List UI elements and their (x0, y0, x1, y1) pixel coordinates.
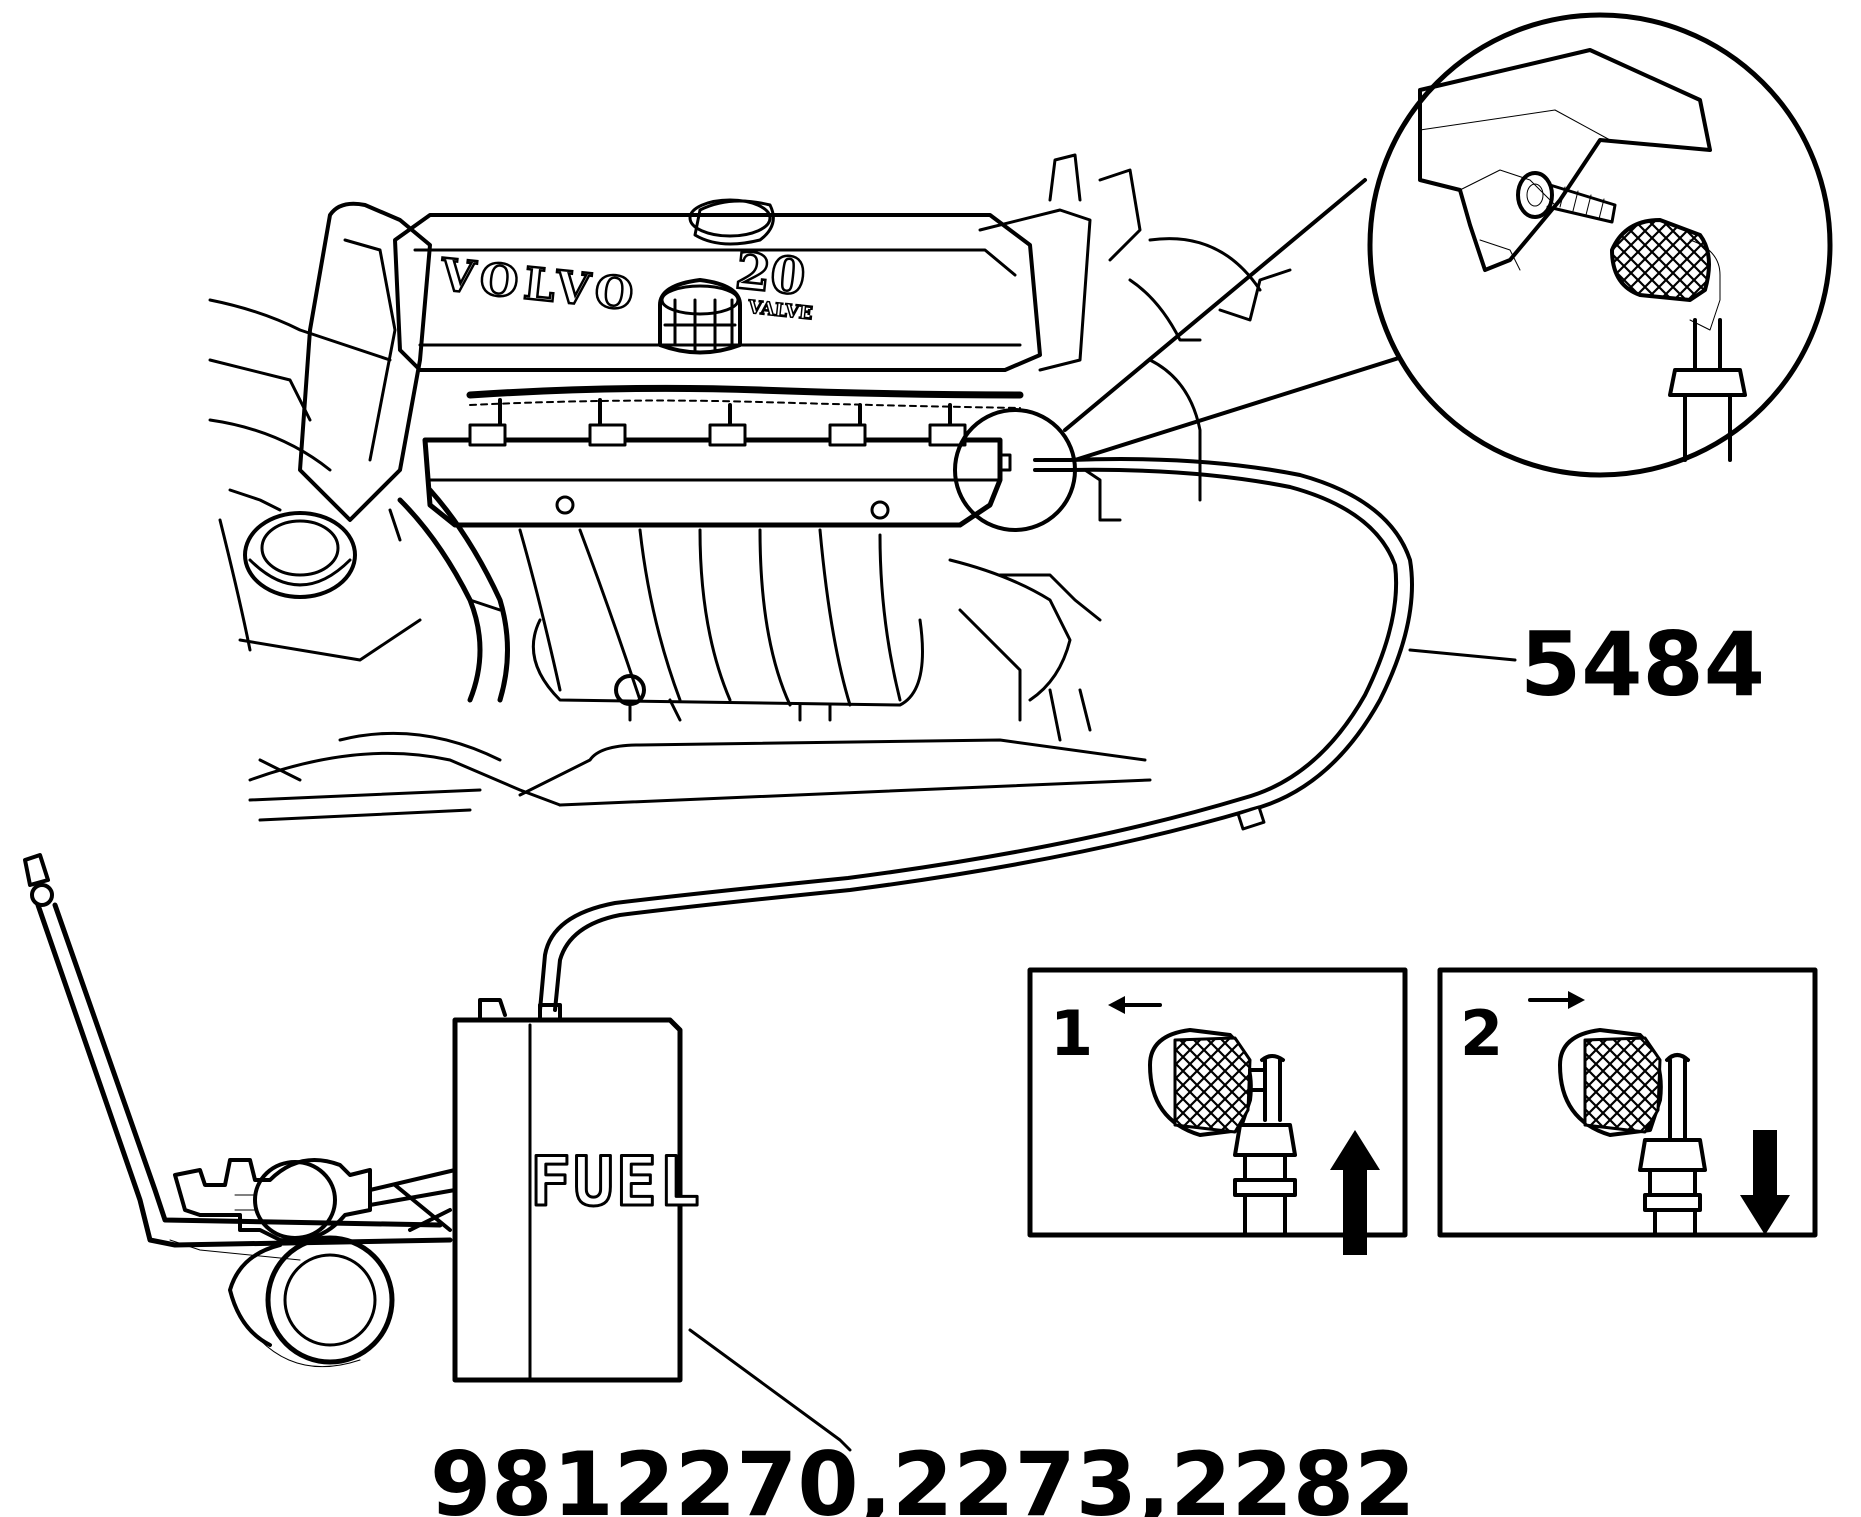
engine-bay-illustration (208, 153, 1292, 822)
hose-part-number: 5484 (1520, 613, 1765, 716)
fuel-can-label: FUEL (530, 1143, 702, 1222)
tool-part-numbers: 9812270,2273,2282 (430, 1433, 1415, 1517)
coupling-connected-icon (1558, 1028, 1707, 1237)
svg-text:VOLVO: VOLVO (437, 250, 641, 322)
step-1-panel: 1 (1027, 967, 1408, 1255)
fuel-can: FUEL (452, 998, 702, 1383)
step-2-number: 2 (1460, 997, 1503, 1070)
connection-detail-inset (953, 12, 1833, 532)
reservoir-cap-icon (243, 511, 357, 599)
quick-coupling-icon (1610, 218, 1747, 462)
tool-leader-line (688, 1328, 852, 1452)
pump-icon (173, 1158, 372, 1243)
valve-cover-embossing: VOLVO 20 VALVE (436, 239, 814, 325)
arrow-up-icon (1330, 1130, 1380, 1255)
step-2-panel: 2 (1437, 967, 1818, 1238)
oil-filler-cap-icon (658, 278, 742, 355)
fuel-rail (422, 423, 1012, 528)
coupling-disconnected-icon (1148, 1028, 1297, 1237)
arrow-left-icon (1108, 996, 1162, 1014)
arrow-right-icon (1528, 991, 1585, 1009)
step-1-number: 1 (1050, 997, 1093, 1070)
cart-wheel-icon (228, 1235, 395, 1368)
hose-5484 (538, 457, 1414, 1012)
svg-text:20: 20 (733, 241, 808, 307)
valve-cover (393, 213, 1042, 372)
arrow-down-icon (1740, 1130, 1790, 1235)
hose-leader-line (1408, 648, 1517, 662)
fuel-cart (23, 853, 457, 1368)
svg-text:VALVE: VALVE (746, 297, 814, 325)
